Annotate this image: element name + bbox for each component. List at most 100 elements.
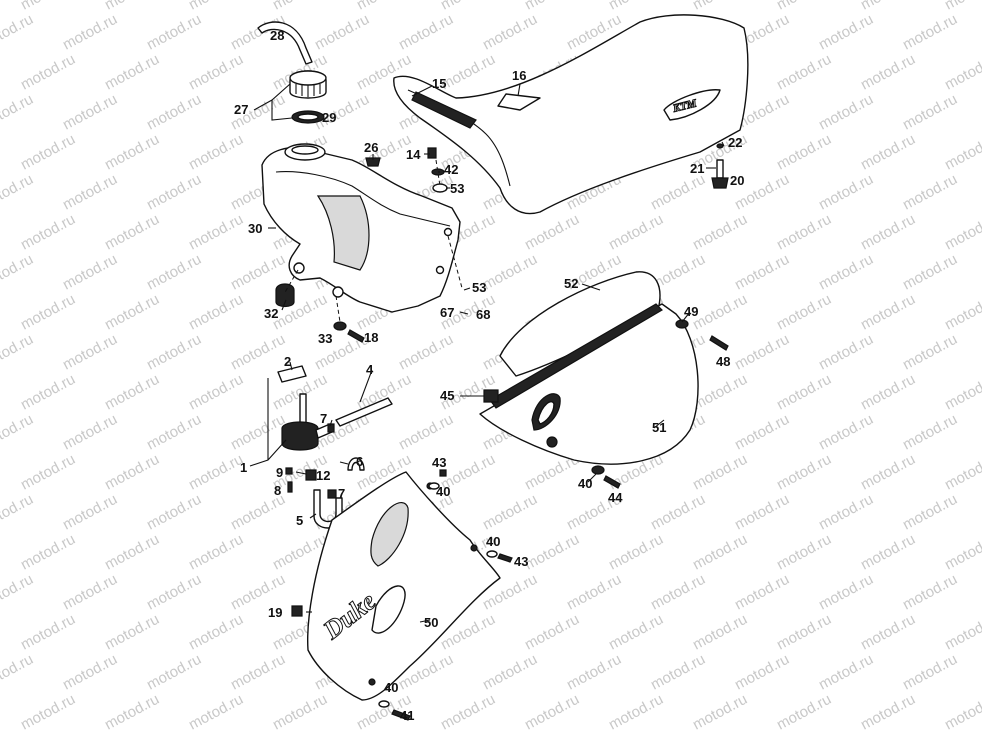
seat-pin-foot [711,177,729,189]
callout-43a: 43 [432,455,446,470]
side-cover-clip [483,389,499,403]
callout-33: 33 [318,331,332,346]
callout-22: 22 [728,135,742,150]
callout-7a: 7 [320,411,327,426]
seat-cover-patch [497,93,541,111]
watermark-text: motod.ru [18,611,78,654]
callout-5: 5 [296,513,303,528]
cover-50-hole-b [470,544,478,552]
watermark-text: motod.ru [858,131,918,174]
watermark-text: motod.ru [228,651,288,694]
mount-line-2 [335,295,341,323]
watermark-text: motod.ru [900,571,960,614]
tank-washer [333,321,347,331]
watermark-text: motod.ru [690,611,750,654]
seat [393,14,749,215]
watermark-text: motod.ru [144,11,204,54]
callout-29: 29 [322,110,336,125]
watermark-text: motod.ru [858,291,918,334]
callout-50: 50 [424,615,438,630]
watermark-text: motod.ru [606,691,666,734]
watermark-text: motod.ru [144,491,204,534]
watermark-text: motod.ru [858,451,918,494]
seat-pin [716,159,724,179]
tank-mount-hole-top [443,227,453,237]
watermark-text: motod.ru [60,651,120,694]
watermark-text: motod.ru [606,611,666,654]
watermark-text: motod.ru [942,0,982,14]
watermark-text: motod.ru [648,651,708,694]
watermark-text: motod.ru [0,331,36,374]
watermark-text: motod.ru [816,491,876,534]
watermark-text: motod.ru [186,611,246,654]
side-cover-washer-40 [591,465,605,475]
watermark-text: motod.ru [774,291,834,334]
watermark-text: motod.ru [480,251,540,294]
watermark-text: motod.ru [774,611,834,654]
watermark-text: motod.ru [690,291,750,334]
watermark-text: motod.ru [18,291,78,334]
screw-43a [439,469,447,477]
side-cover-51-rim [489,303,663,409]
callout-8: 8 [274,483,281,498]
fuel-tank-spine [275,171,451,227]
washer-40c [378,700,390,708]
watermark-text: motod.ru [60,171,120,214]
mount-line-4 [447,235,463,289]
seat-logo-badge [663,89,721,121]
watermark-text: motod.ru [396,11,456,54]
watermark-text: motod.ru [144,251,204,294]
watermark-text: motod.ru [858,211,918,254]
callout-16: 16 [512,68,526,83]
tank-mount-hole-front [293,262,305,274]
watermark-text: motod.ru [900,91,960,134]
callout-6: 6 [356,454,363,469]
watermark-text: motod.ru [270,691,330,734]
callout-44: 44 [608,490,623,505]
watermark-text: motod.ru [480,651,540,694]
side-cover-bolt-44 [603,475,621,489]
callout-40c: 40 [486,534,500,549]
watermark-text: motod.ru [312,11,372,54]
watermark-text: motod.ru [186,691,246,734]
watermark-text: motod.ru [0,251,36,294]
watermark-text: motod.ru [0,491,36,534]
watermark-text: motod.ru [858,51,918,94]
watermark-text: motod.ru [186,291,246,334]
hose-clip-7a [327,423,335,433]
watermark-text: motod.ru [732,251,792,294]
watermark-text: motod.ru [816,651,876,694]
watermark-text: motod.ru [186,131,246,174]
hose-clip-6 [347,457,365,471]
watermark-text: motod.ru [942,531,982,574]
callout-48: 48 [716,354,730,369]
watermark-text: motod.ru [18,371,78,414]
callout-20: 20 [730,173,744,188]
watermark-text: motod.ru [18,691,78,734]
watermark-text: motod.ru [102,531,162,574]
watermark-text: motod.ru [690,451,750,494]
callout-53b: 53 [472,280,486,295]
watermark-text: motod.ru [438,691,498,734]
watermark-text: motod.ru [522,211,582,254]
watermark-text: motod.ru [900,251,960,294]
callout-7b: 7 [338,486,345,501]
side-cover-bolt-48 [709,335,729,351]
watermark-text: motod.ru [186,371,246,414]
watermark-text: motod.ru [942,211,982,254]
watermark-text: motod.ru [186,531,246,574]
watermark-text: motod.ru [942,291,982,334]
watermark-text: motod.ru [564,571,624,614]
watermark-text: motod.ru [690,531,750,574]
callout-9: 9 [276,465,283,480]
watermark-text: motod.ru [900,411,960,454]
watermark-text: motod.ru [732,491,792,534]
seat-bolt [427,147,437,159]
watermark-text: motod.ru [774,371,834,414]
watermark-text: motod.ru [690,211,750,254]
watermark-text: motod.ru [732,331,792,374]
fuel-tank-recess [316,195,370,271]
watermark-text: motod.ru [18,211,78,254]
watermark-text: motod.ru [942,451,982,494]
watermark-text: motod.ru [396,331,456,374]
